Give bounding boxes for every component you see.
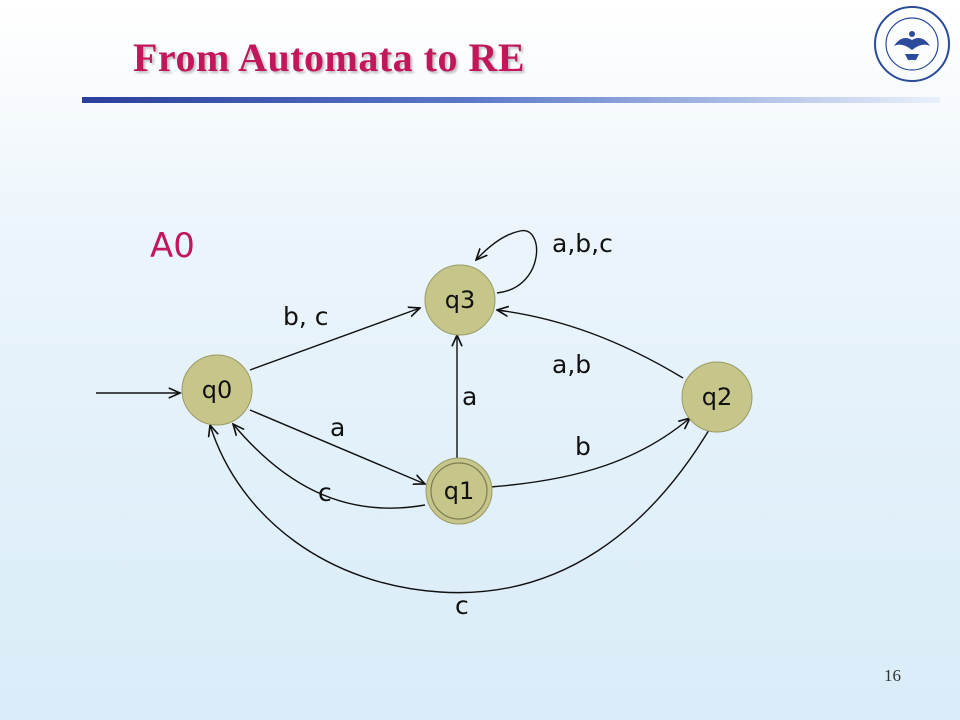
state-label-q1: q1 <box>444 477 475 505</box>
page-number: 16 <box>884 666 901 685</box>
state-q0: q0 <box>181 354 253 426</box>
state-label-q0: q0 <box>202 376 233 404</box>
edge-q2-q0 <box>210 425 713 594</box>
edge-label-q3-q3: a,b,c <box>552 229 613 258</box>
state-label-q3: q3 <box>445 286 476 314</box>
edge-label-q1-q2: b <box>575 432 591 461</box>
edge-q0-q1 <box>249 409 425 484</box>
edge-q1-q0 <box>233 424 426 509</box>
title-underline <box>82 97 940 103</box>
edge-label-q1-q0: c <box>318 478 332 507</box>
edge-label-q0-q3: b, c <box>283 302 329 331</box>
state-q1-accepting: q1 <box>425 457 493 525</box>
edge-q3-q3-loop <box>476 230 538 294</box>
edge-label-q2-q0: c <box>455 591 469 620</box>
edge-q0-q3 <box>249 308 420 371</box>
slide-title: From Automata to RE <box>133 35 526 80</box>
state-label-q2: q2 <box>702 383 733 411</box>
edge-label-q0-q1: a <box>330 413 345 442</box>
edge-q2-q3 <box>497 310 684 379</box>
edge-label-q1-q3: a <box>462 382 477 411</box>
edge-label-q2-q3: a,b <box>552 350 591 379</box>
edge-q1-q2 <box>489 418 690 488</box>
state-q2: q2 <box>681 361 753 433</box>
state-q3: q3 <box>424 264 496 336</box>
automaton-name: A0 <box>150 226 195 266</box>
university-seal-icon <box>874 6 950 82</box>
